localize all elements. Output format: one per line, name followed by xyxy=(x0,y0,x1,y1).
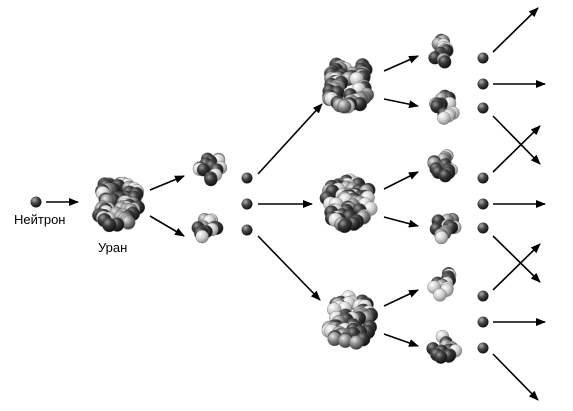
fragment-nucleus-2c-upper xyxy=(427,266,457,302)
fragment-nucleus-upper xyxy=(192,152,228,187)
arrow-out-1-3 xyxy=(492,115,541,165)
gen3-neutron-3-1 xyxy=(477,290,489,302)
fragment-nucleus-2a-upper xyxy=(428,33,454,69)
released-neutron-1 xyxy=(241,172,253,184)
arrow-to-fragment-2a-lower xyxy=(383,98,419,109)
fragment-nucleus-2a-lower xyxy=(429,89,460,125)
arrow-to-fragment-lower xyxy=(149,215,185,237)
arrow-out-3-1 xyxy=(492,243,541,291)
arrow-out-3-3 xyxy=(492,353,539,401)
neutrons-layer xyxy=(30,52,489,354)
fragment-nucleus-2b-lower xyxy=(429,212,462,245)
released-neutron-3 xyxy=(241,224,253,236)
arrow-to-fragment-2c-lower xyxy=(383,333,419,347)
gen3-neutron-1-1 xyxy=(477,52,489,64)
arrow-out-2-1 xyxy=(492,125,541,173)
fragment-nucleus-2b-upper xyxy=(427,149,458,183)
arrow-out-1-1 xyxy=(492,7,539,53)
gen3-neutron-1-2 xyxy=(477,78,489,90)
gen3-neutron-3-3 xyxy=(477,342,489,354)
gen3-neutron-2-2 xyxy=(477,198,489,210)
nuclei-layer xyxy=(92,33,463,364)
fragment-nucleus-2c-lower xyxy=(426,329,463,364)
gen3-neutron-3-2 xyxy=(477,316,489,328)
gen3-neutron-2-3 xyxy=(477,222,489,234)
arrow-out-2-3 xyxy=(492,235,541,283)
arrow-to-fragment-2b-upper xyxy=(383,171,419,190)
released-neutron-2 xyxy=(241,198,253,210)
arrow-to-fragment-upper xyxy=(149,175,185,191)
arrow-to-uranium-2c xyxy=(257,235,321,301)
uranium-nucleus-2a xyxy=(322,57,374,114)
gen3-neutron-1-3 xyxy=(477,102,489,114)
uranium-nucleus-2b xyxy=(319,173,378,234)
arrow-to-fragment-2b-lower xyxy=(383,216,419,228)
uranium-label: Уран xyxy=(98,240,128,255)
arrows-layer xyxy=(46,7,546,401)
uranium-nucleus-2c xyxy=(321,290,379,350)
fragment-nucleus-lower xyxy=(191,212,224,244)
uranium-nucleus xyxy=(92,176,145,233)
gen3-neutron-2-1 xyxy=(477,172,489,184)
neutron-label: Нейтрон xyxy=(14,212,66,227)
arrow-to-fragment-2a-upper xyxy=(383,55,419,72)
arrow-to-uranium-2a xyxy=(257,103,323,175)
arrow-to-fragment-2c-upper xyxy=(383,289,419,307)
neutron-initial xyxy=(30,196,42,208)
